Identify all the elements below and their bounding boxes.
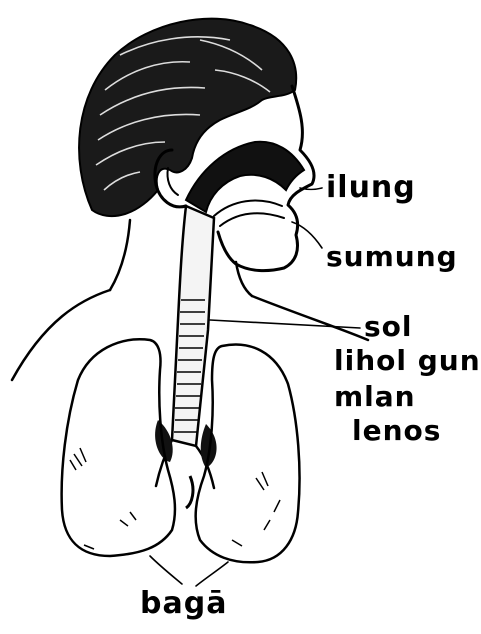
- label-trachea-line2: lihol gun: [334, 344, 481, 377]
- label-trachea-line1: sol: [364, 310, 413, 343]
- label-nose: ilung: [326, 170, 416, 205]
- label-trachea-line3: mlan: [334, 380, 416, 413]
- label-trachea-line4: lenos: [352, 414, 441, 447]
- hair: [79, 19, 296, 216]
- trachea: [172, 206, 214, 446]
- label-mouth: sumung: [326, 240, 458, 273]
- label-lungs: bagā: [140, 586, 227, 621]
